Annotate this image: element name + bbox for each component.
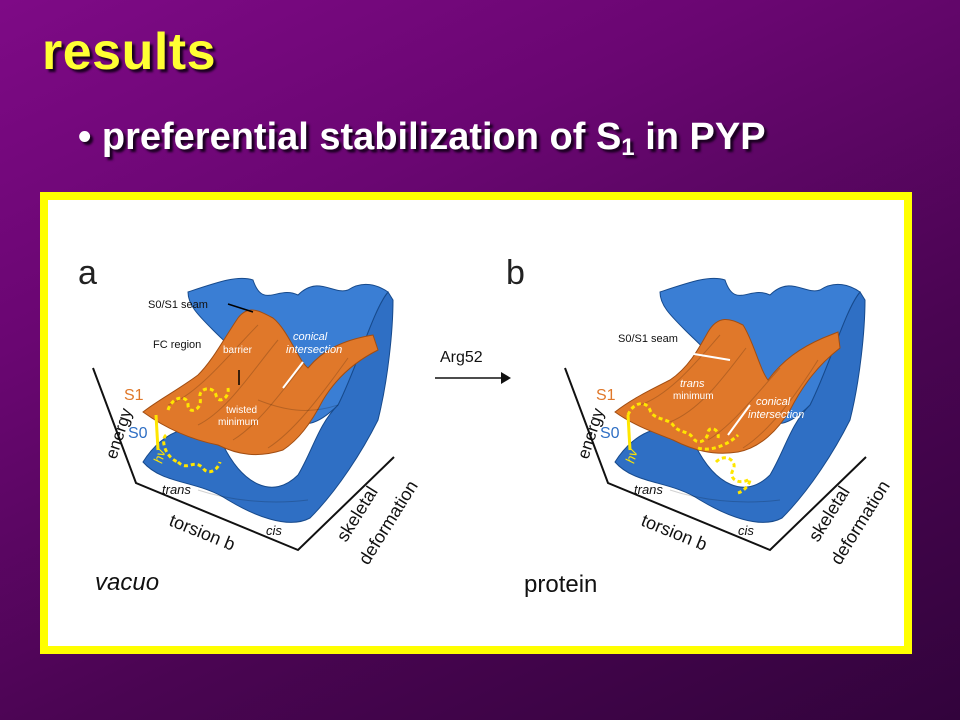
panel-a-conical-label-2: intersection: [286, 344, 342, 356]
panel-b-seam-label: S0/S1 seam: [618, 333, 678, 345]
panel-a-twisted-label-1: twisted: [226, 405, 257, 416]
panel-b-conical-label-1: conical: [756, 396, 791, 408]
arg52-arrow: Arg52: [435, 349, 511, 384]
figure-frame: a: [40, 192, 912, 654]
panel-a-s0-surface: [142, 291, 394, 523]
panel-a-grid: [167, 324, 349, 503]
panel-a-trans-label: trans: [162, 482, 191, 497]
panel-a-barrier-label: barrier: [223, 345, 253, 356]
panel-a-hv-label: hv: [150, 446, 168, 465]
panel-b-grid: [639, 334, 819, 503]
slide-title: results: [42, 23, 217, 81]
panel-a-torsion-label: torsion b: [167, 510, 239, 554]
panel-a-s1-surface: [142, 309, 379, 455]
panel-a-seam-label: S0/S1 seam: [148, 299, 208, 311]
panel-b-caption: protein: [524, 571, 597, 598]
panel-b-s1-surface: [614, 319, 841, 454]
panel-b-excitation: [626, 414, 632, 451]
panel-a-conical-arrow: [282, 361, 304, 389]
bullet-line: • preferential stabilization of S1 in PY…: [78, 116, 766, 162]
panel-b-torsion-label: torsion b: [639, 510, 711, 554]
panel-a-s0-label: S0: [128, 425, 148, 442]
bullet-tail: in PYP: [634, 116, 766, 158]
panel-b-trans-min-label-1: trans: [680, 378, 705, 390]
panel-a-fc-label: FC region: [153, 339, 201, 351]
panel-b-hv-label: hv: [622, 446, 640, 465]
bullet-subscript: 1: [621, 134, 635, 161]
panel-b-path: [626, 402, 752, 495]
panel-a-conical-label-1: conical: [293, 331, 328, 343]
panel-b-cis-label: cis: [738, 523, 754, 538]
panel-b-s0-label: S0: [600, 425, 620, 442]
panel-a-excitation: [154, 414, 160, 451]
panel-a-axes: [92, 367, 395, 552]
panel-a-s1-label: S1: [124, 387, 144, 404]
panel-a-twisted-label-2: minimum: [218, 417, 259, 428]
panel-a-annotation-lines: [227, 303, 254, 385]
panel-b-conical-arrow: [727, 404, 751, 436]
panel-b-conical-label-2: intersection: [748, 409, 804, 421]
panel-a-caption: vacuo: [95, 569, 159, 596]
panel-b-trans-label: trans: [634, 482, 663, 497]
arg52-label: Arg52: [440, 349, 483, 366]
bullet-mark: •: [78, 116, 92, 158]
panel-b-letter: b: [506, 254, 525, 292]
panel-a: a: [78, 254, 422, 596]
panel-b: b S0/S1 seam trans minimum con: [506, 254, 894, 598]
panel-b-s0-surface: [614, 291, 866, 523]
panel-a-cis-label: cis: [266, 523, 282, 538]
panel-a-path: [162, 387, 230, 474]
figure-svg: a: [78, 254, 894, 598]
panel-b-trans-min-label-2: minimum: [673, 391, 714, 402]
panel-b-axes: [564, 367, 867, 552]
panel-a-letter: a: [78, 254, 97, 292]
bullet-text: preferential stabilization of S: [101, 116, 622, 158]
panel-b-seam-arrow: [645, 345, 731, 361]
panel-b-s1-label: S1: [596, 387, 616, 404]
